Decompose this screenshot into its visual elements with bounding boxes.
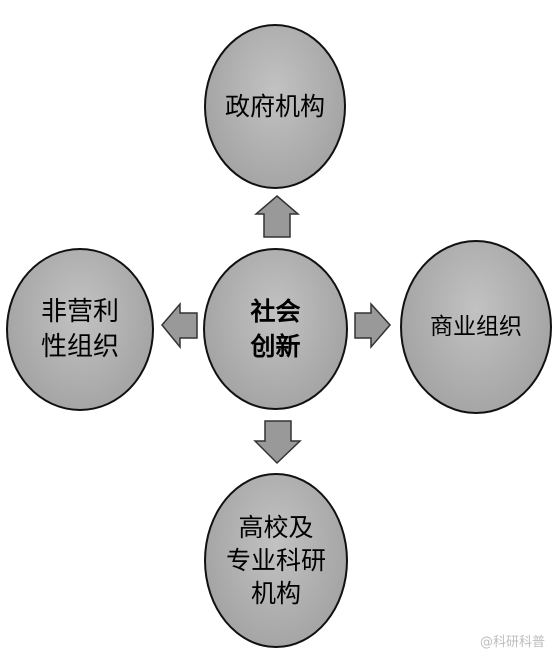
arrow-down bbox=[253, 420, 302, 465]
node-government: 政府机构 bbox=[204, 24, 346, 189]
arrow-right bbox=[354, 302, 392, 350]
arrow-left bbox=[161, 301, 198, 350]
node-business: 商业组织 bbox=[400, 240, 552, 414]
node-nonprofit: 非营利 性组织 bbox=[6, 248, 154, 411]
watermark: @科研科普 bbox=[479, 635, 545, 650]
arrow-up bbox=[253, 195, 301, 238]
node-social-innovation: 社会 创新 bbox=[203, 248, 348, 410]
node-universities: 高校及 专业科研 机构 bbox=[204, 473, 348, 648]
node-universities-label: 高校及 专业科研 机构 bbox=[225, 513, 326, 608]
node-social-innovation-label: 社会 创新 bbox=[250, 297, 301, 361]
node-government-label: 政府机构 bbox=[224, 92, 325, 121]
node-nonprofit-label: 非营利 性组织 bbox=[40, 297, 119, 362]
node-business-label: 商业组织 bbox=[430, 313, 522, 340]
